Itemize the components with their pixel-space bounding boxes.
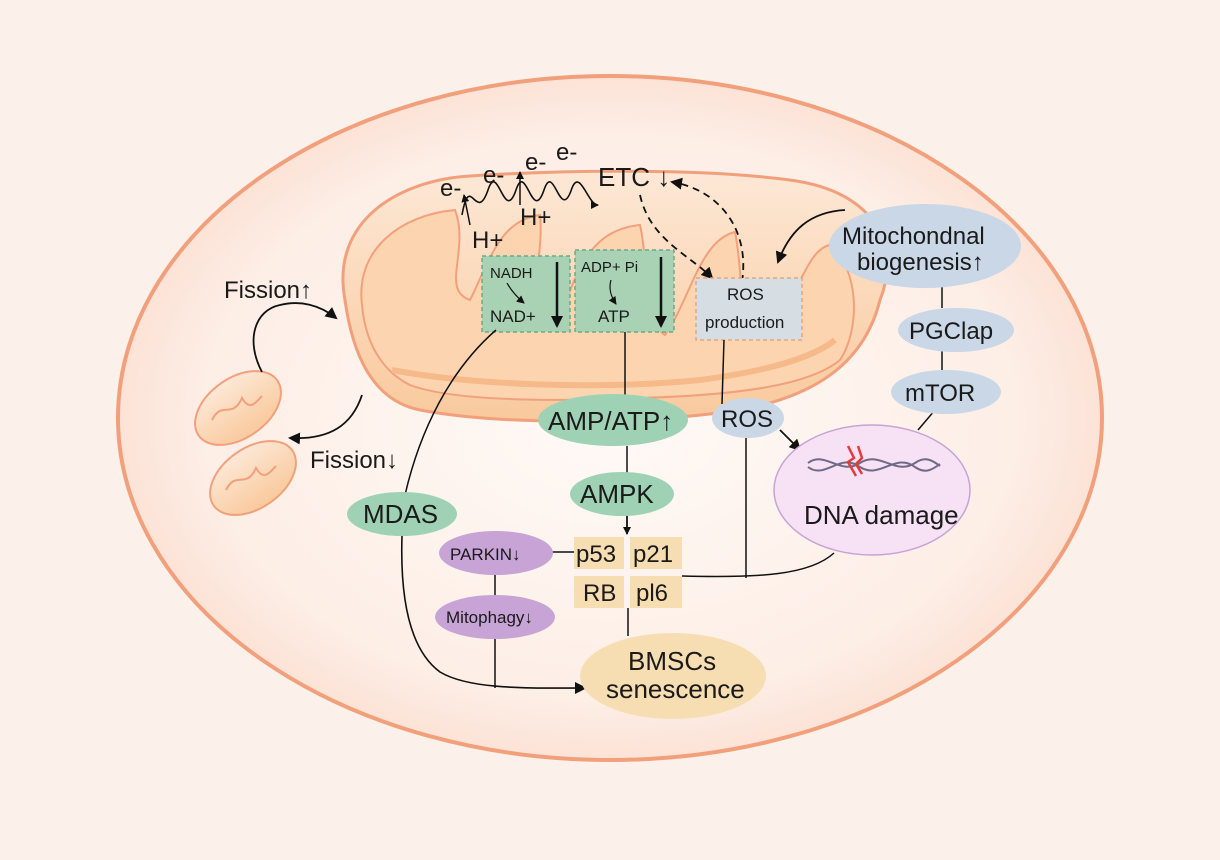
ros-to-etc-dashed-arrow <box>670 177 745 283</box>
proton-arrow-1 <box>461 194 471 226</box>
ros-prod-to-ros-connector <box>721 339 725 405</box>
ampk-label: AMPK <box>580 479 654 509</box>
amp-atp-label: AMP/ATP↑ <box>548 406 673 436</box>
senescence-label-1: BMSCs <box>628 646 716 676</box>
parkin-label: PARKIN↓ <box>450 545 521 564</box>
proton-label-2: H+ <box>520 204 551 231</box>
fission-down-arrow <box>288 394 363 445</box>
mtor-label: mTOR <box>905 380 975 407</box>
nad-to-mdas-connector <box>404 329 497 496</box>
p21-label: p21 <box>633 541 673 568</box>
small-mitochondrion-bottom <box>209 440 297 516</box>
mtor-dna-connector <box>917 409 936 431</box>
biogenesis-node: Mitochondnal biogenesis↑ <box>829 204 1021 288</box>
cell-cycle-grid: p53 p21 RB pl6 <box>574 537 682 608</box>
pgc-label: PGClap <box>909 318 993 345</box>
mdas-label: MDAS <box>363 499 438 529</box>
atp-label: ATP <box>598 307 630 326</box>
senescence-node: BMSCs senescence <box>580 633 766 719</box>
electron-transport-path <box>461 181 599 216</box>
ros-production-label-2: production <box>705 313 784 332</box>
ampk-node: AMPK <box>570 472 674 516</box>
ros-label: ROS <box>721 406 773 433</box>
etc-label: ETC ↓ <box>598 162 670 192</box>
biogenesis-label-1: Mitochondnal <box>842 223 985 250</box>
small-mitochondrion-top <box>194 370 282 446</box>
mdas-node: MDAS <box>347 492 457 536</box>
electron-label-3: e- <box>525 149 546 176</box>
biogenesis-to-mito-arrow <box>775 209 846 264</box>
electron-label-4: e- <box>556 139 577 166</box>
pgc-node: PGClap <box>898 308 1014 352</box>
ros-production-box: ROS production <box>695 277 803 341</box>
dna-damage-label: DNA damage <box>804 500 959 530</box>
ros-node: ROS <box>712 398 784 438</box>
mitophagy-label: Mitophagy↓ <box>446 608 533 627</box>
mitophagy-node: Mitophagy↓ <box>435 595 555 639</box>
p16-label: pl6 <box>636 580 668 607</box>
nadh-label: NADH <box>490 265 533 282</box>
proton-label-1: H+ <box>472 227 503 254</box>
adp-label: ADP+ Pi <box>581 259 638 276</box>
senescence-label-2: senescence <box>606 674 745 704</box>
rb-label: RB <box>583 580 616 607</box>
adp-box: ADP+ Pi ATP <box>574 249 675 333</box>
etc-to-ros-dashed-arrow <box>639 194 714 280</box>
fission-down-label: Fission↓ <box>310 447 398 474</box>
mtor-node: mTOR <box>891 370 1001 414</box>
electron-label-2: e- <box>483 162 504 189</box>
dna-break-icon <box>846 445 864 477</box>
dna-to-cellcycle-connector <box>681 552 835 578</box>
electron-label-1: e- <box>440 175 461 202</box>
biogenesis-label-2: biogenesis↑ <box>857 249 984 276</box>
ros-production-label-1: ROS <box>727 285 764 304</box>
parkin-node: PARKIN↓ <box>439 531 553 575</box>
nadh-box: NADH NAD+ <box>481 255 571 333</box>
amp-atp-node: AMP/ATP↑ <box>538 394 688 446</box>
nad-label: NAD+ <box>490 307 536 326</box>
dna-damage-node: DNA damage <box>773 424 971 556</box>
mdas-to-senescence-arrow <box>400 535 587 695</box>
p53-label: p53 <box>576 541 616 568</box>
ros-to-dna-arrow <box>779 429 802 452</box>
fission-up-arrow <box>252 302 338 373</box>
fission-up-label: Fission↑ <box>224 277 312 304</box>
